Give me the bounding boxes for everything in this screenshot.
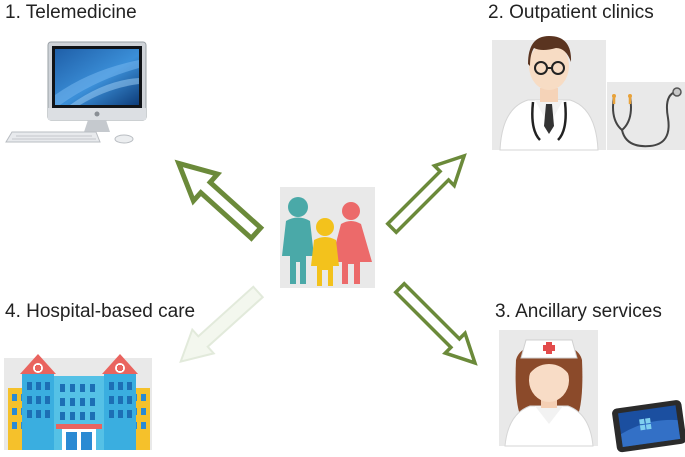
family-icon bbox=[280, 187, 375, 288]
hospital-building-icon bbox=[4, 354, 152, 450]
label-ancillary-services: 3. Ancillary services bbox=[495, 301, 662, 322]
arrow-to-ancillary bbox=[393, 281, 478, 366]
arrow-to-hospital bbox=[179, 285, 265, 364]
doctor-icon bbox=[492, 36, 606, 151]
tablet-icon bbox=[612, 400, 685, 453]
arrow-to-telemedicine bbox=[174, 159, 265, 242]
desktop-computer-icon bbox=[5, 41, 147, 144]
arrow-to-outpatient bbox=[385, 153, 467, 235]
label-hospital-based-care: 4. Hospital-based care bbox=[5, 301, 196, 322]
label-outpatient-clinics: 2. Outpatient clinics bbox=[488, 2, 654, 23]
label-telemedicine: 1. Telemedicine bbox=[5, 2, 137, 23]
nurse-icon bbox=[499, 330, 598, 447]
stethoscope-icon bbox=[607, 82, 685, 150]
